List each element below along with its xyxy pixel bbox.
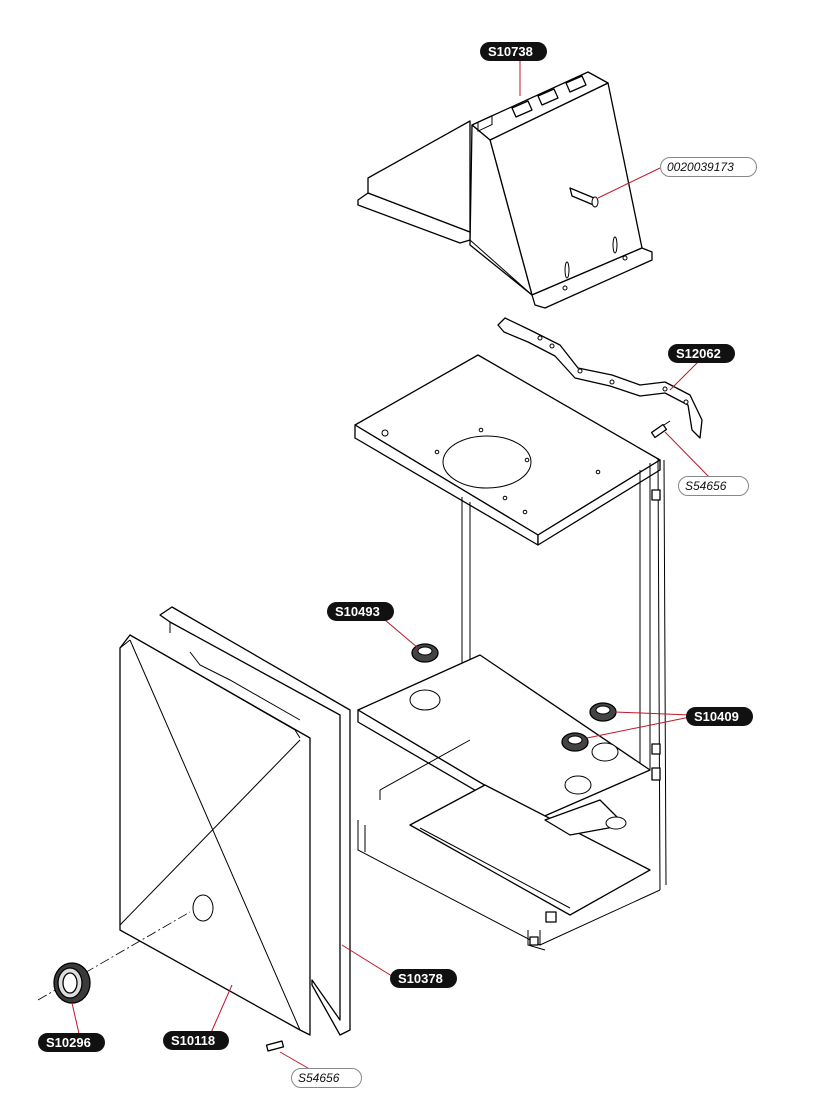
- label-s12062[interactable]: S12062: [668, 344, 735, 363]
- gasket-part[interactable]: [159, 606, 351, 1036]
- label-s10118[interactable]: S10118: [163, 1031, 230, 1050]
- label-s10296[interactable]: S10296: [38, 1033, 105, 1052]
- screw-bottom-part[interactable]: [265, 1040, 285, 1052]
- grommet-s10409-lower-part[interactable]: [561, 732, 589, 752]
- label-s54656-top[interactable]: S54656: [678, 476, 750, 496]
- sight-glass-part[interactable]: [53, 962, 91, 1004]
- grommet-s10493-part[interactable]: [411, 643, 439, 663]
- label-s10409[interactable]: S10409: [686, 707, 753, 726]
- flue-hood-part[interactable]: [357, 71, 653, 309]
- grommet-s10409-upper-part[interactable]: [589, 702, 617, 722]
- label-s10738[interactable]: S10738: [480, 42, 547, 61]
- main-frame-part[interactable]: [354, 354, 667, 951]
- label-0020039173[interactable]: 0020039173: [660, 157, 757, 177]
- label-s10378[interactable]: S10378: [390, 969, 457, 988]
- label-s54656-bottom[interactable]: S54656: [291, 1068, 363, 1088]
- front-cover-part[interactable]: [119, 634, 311, 1036]
- label-s10493[interactable]: S10493: [327, 602, 394, 621]
- mounting-bracket-part[interactable]: [497, 317, 703, 439]
- screw-top-part[interactable]: [650, 420, 671, 439]
